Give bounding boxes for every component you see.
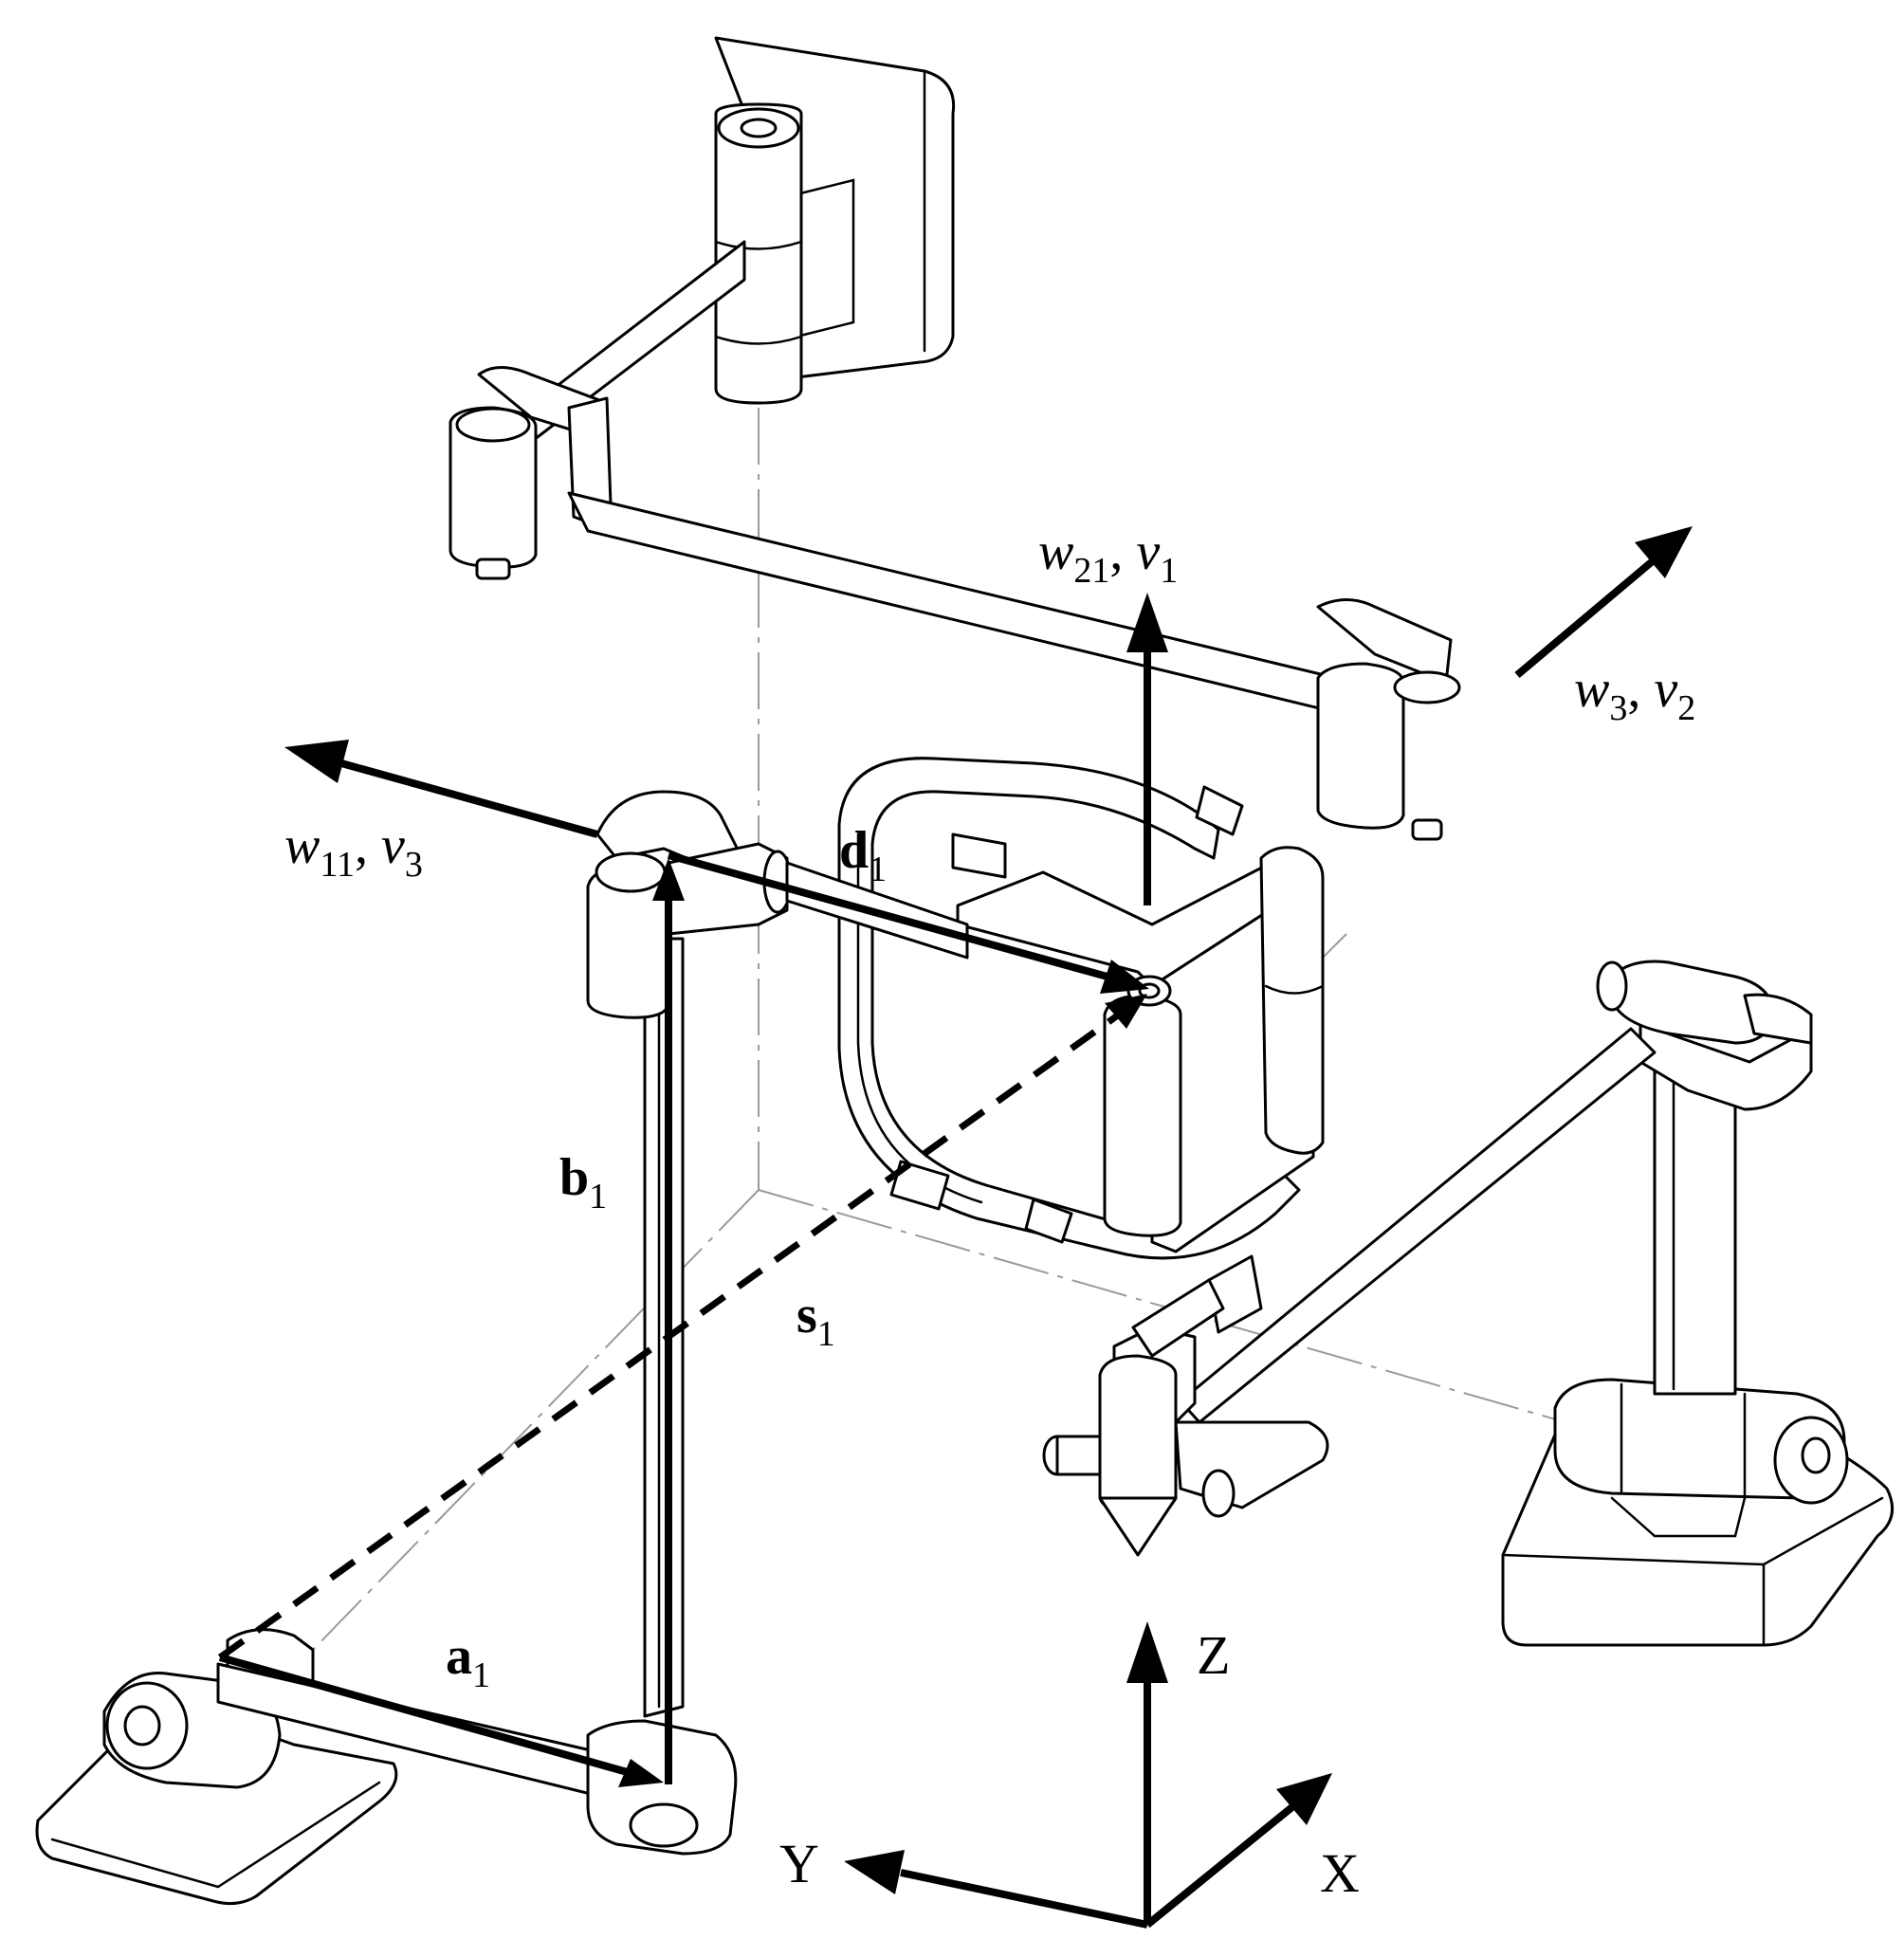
upper-joint-ring-1 xyxy=(714,240,803,250)
label-w21-v1: w21, v1 xyxy=(1038,522,1178,591)
platform-outer-loop xyxy=(837,757,1301,1260)
platform-right-cylinder-ring xyxy=(1264,984,1325,995)
twist-w11-v3-head xyxy=(284,740,349,783)
left-base-bore-hole xyxy=(123,1705,161,1747)
axis-z-head xyxy=(1126,1621,1168,1683)
platform-inner-edge xyxy=(856,832,983,1204)
right-upper-joint-collar xyxy=(1743,993,1813,1045)
upper-right-joint-block xyxy=(1316,598,1453,685)
right-lower-wedge xyxy=(1098,1496,1178,1557)
upper-revolute-hole xyxy=(740,118,778,138)
upper-long-link xyxy=(567,491,1372,722)
right-upper-joint-block xyxy=(1639,1022,1813,1111)
label-axis-x: X xyxy=(1320,1842,1360,1904)
platform-collar-3 xyxy=(889,1160,950,1211)
upper-small-pin xyxy=(475,558,511,580)
upper-base-bracket-slot xyxy=(795,178,855,338)
right-lower-link-to-platform xyxy=(1131,1278,1225,1358)
left-upper-elbow-top xyxy=(595,851,667,893)
label-s1: s1 xyxy=(796,1286,835,1354)
left-base-edge xyxy=(50,1781,381,1889)
vector-d1-head xyxy=(1100,960,1149,994)
right-lower-pin-right xyxy=(1201,1469,1236,1518)
platform-collar-4 xyxy=(1024,1198,1073,1244)
reference-frame-guides xyxy=(312,408,1698,1651)
upper-right-joint-pin xyxy=(1411,818,1443,841)
label-axis-y: Y xyxy=(779,1833,819,1894)
label-d1: d1 xyxy=(839,821,887,889)
labels: a1 b1 d1 s1 w21, v1 w3, v2 w11, v3 Z X Y xyxy=(284,522,1695,1904)
twist-w3-v2-shaft xyxy=(1514,556,1657,679)
vector-s1-shaft xyxy=(217,1012,1122,1660)
right-lower-pin-body xyxy=(1055,1435,1102,1476)
upper-small-cylinder xyxy=(449,406,538,569)
label-b1: b1 xyxy=(559,1148,607,1216)
label-w3-v2: w3, v2 xyxy=(1574,660,1695,728)
right-upper-joint-end xyxy=(1596,960,1628,1012)
right-limb xyxy=(1042,960,1895,1647)
upper-revolute-cylinder xyxy=(714,102,803,405)
platform-hub-left xyxy=(1103,994,1182,1237)
upper-right-joint-cylinder xyxy=(1316,662,1405,830)
left-limb xyxy=(35,790,969,1906)
platform-collar-1 xyxy=(951,832,1007,879)
left-lower-elbow-bore xyxy=(629,1802,699,1848)
upper-limb xyxy=(449,36,1461,841)
vector-b1-head xyxy=(652,858,685,901)
right-lower-horizontal xyxy=(1174,1420,1329,1509)
twist-w11-v3-shaft xyxy=(339,759,599,838)
right-base-slot xyxy=(1610,1496,1747,1538)
platform-collar-2 xyxy=(1195,785,1244,836)
right-lower-cylinder xyxy=(1098,1354,1178,1517)
y-guide-line xyxy=(312,1189,760,1651)
axis-y-head xyxy=(844,1850,905,1894)
right-vertical-post xyxy=(1653,1060,1737,1396)
vector-a1-head xyxy=(618,1759,664,1787)
axis-x-shaft xyxy=(1144,1798,1302,1929)
vector-d1-shaft xyxy=(667,851,1116,982)
kinematic-vectors xyxy=(217,851,1149,1787)
left-lower-elbow xyxy=(586,1719,738,1856)
vector-s1-head xyxy=(1105,994,1147,1029)
upper-joint-ring-2 xyxy=(714,335,803,345)
label-w11-v3: w11, v3 xyxy=(284,816,423,885)
axis-x-head xyxy=(1276,1773,1332,1825)
platform-right-cylinder xyxy=(1259,846,1325,1155)
twist-arrows xyxy=(284,526,1693,905)
upper-small-cylinder-top xyxy=(455,407,531,443)
axis-y-shaft xyxy=(900,1869,1148,1929)
label-a1: a1 xyxy=(446,1627,490,1695)
twist-w21-v1-head xyxy=(1126,593,1168,652)
moving-platform xyxy=(837,757,1325,1334)
twist-w3-v2-head xyxy=(1635,526,1693,578)
upper-right-joint-top xyxy=(1393,670,1461,704)
global-axes xyxy=(844,1621,1332,1929)
label-axis-z: Z xyxy=(1197,1624,1230,1686)
vector-a1-shaft xyxy=(218,1654,632,1777)
right-base-bore-hole xyxy=(1801,1436,1831,1474)
